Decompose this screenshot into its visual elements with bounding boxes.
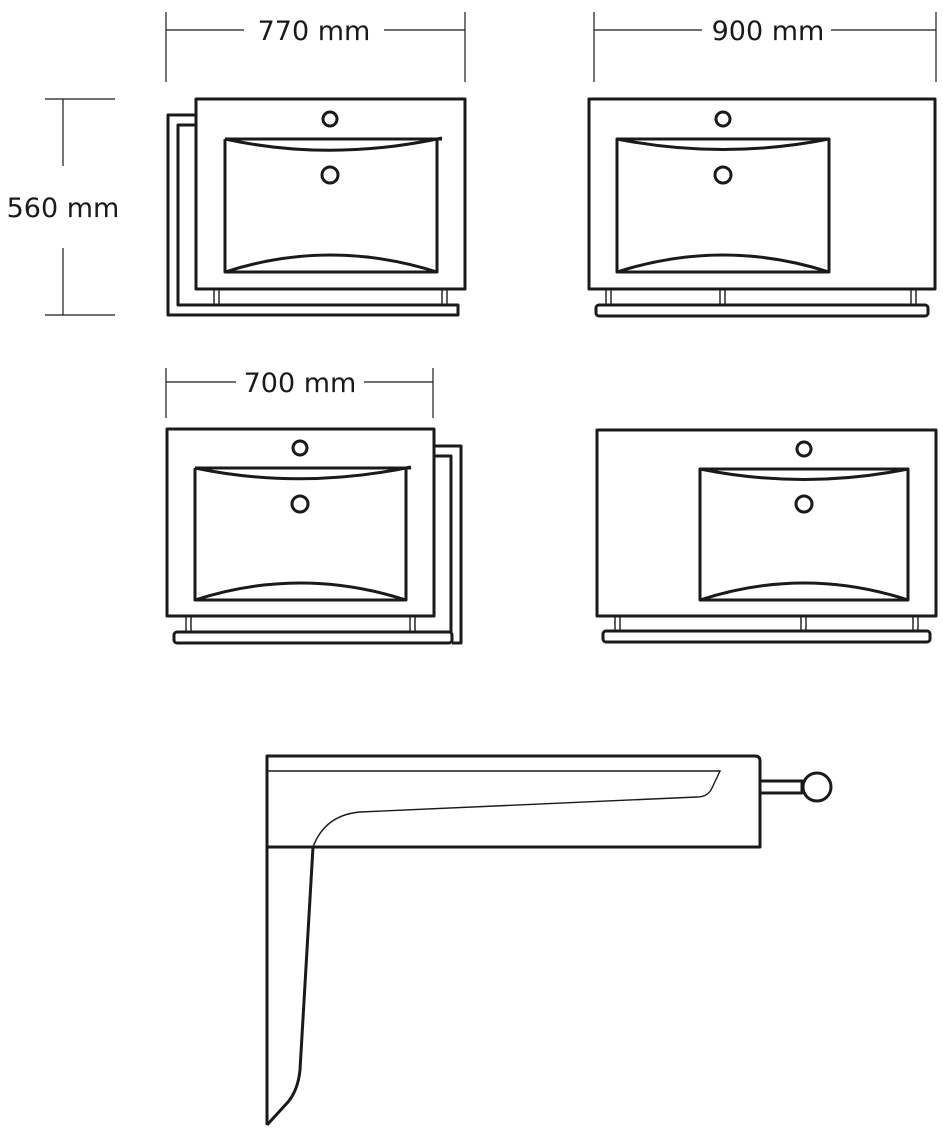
tap-hole — [321, 110, 339, 128]
dimension-label-560: 560 mm — [7, 193, 120, 224]
towel-rail-knob — [801, 771, 833, 803]
vanity-900-offset-front-view — [595, 428, 938, 644]
vanity-700-front-view — [165, 427, 463, 645]
dimension-label-770: 770 mm — [258, 16, 371, 47]
towel-rail-rod — [758, 779, 804, 795]
dimension-700: 700 mm — [165, 368, 434, 418]
vanity-770-front-view — [166, 97, 467, 317]
dimension-770: 770 mm — [165, 12, 466, 82]
drain-hole — [320, 165, 340, 185]
dimension-label-900: 900 mm — [712, 16, 825, 47]
vanity-side-view — [265, 754, 833, 1127]
dimension-900: 900 mm — [593, 12, 937, 82]
vanity-900-front-view — [587, 97, 937, 318]
dimension-label-700: 700 mm — [244, 368, 357, 399]
dimension-560: 560 mm — [7, 98, 120, 316]
